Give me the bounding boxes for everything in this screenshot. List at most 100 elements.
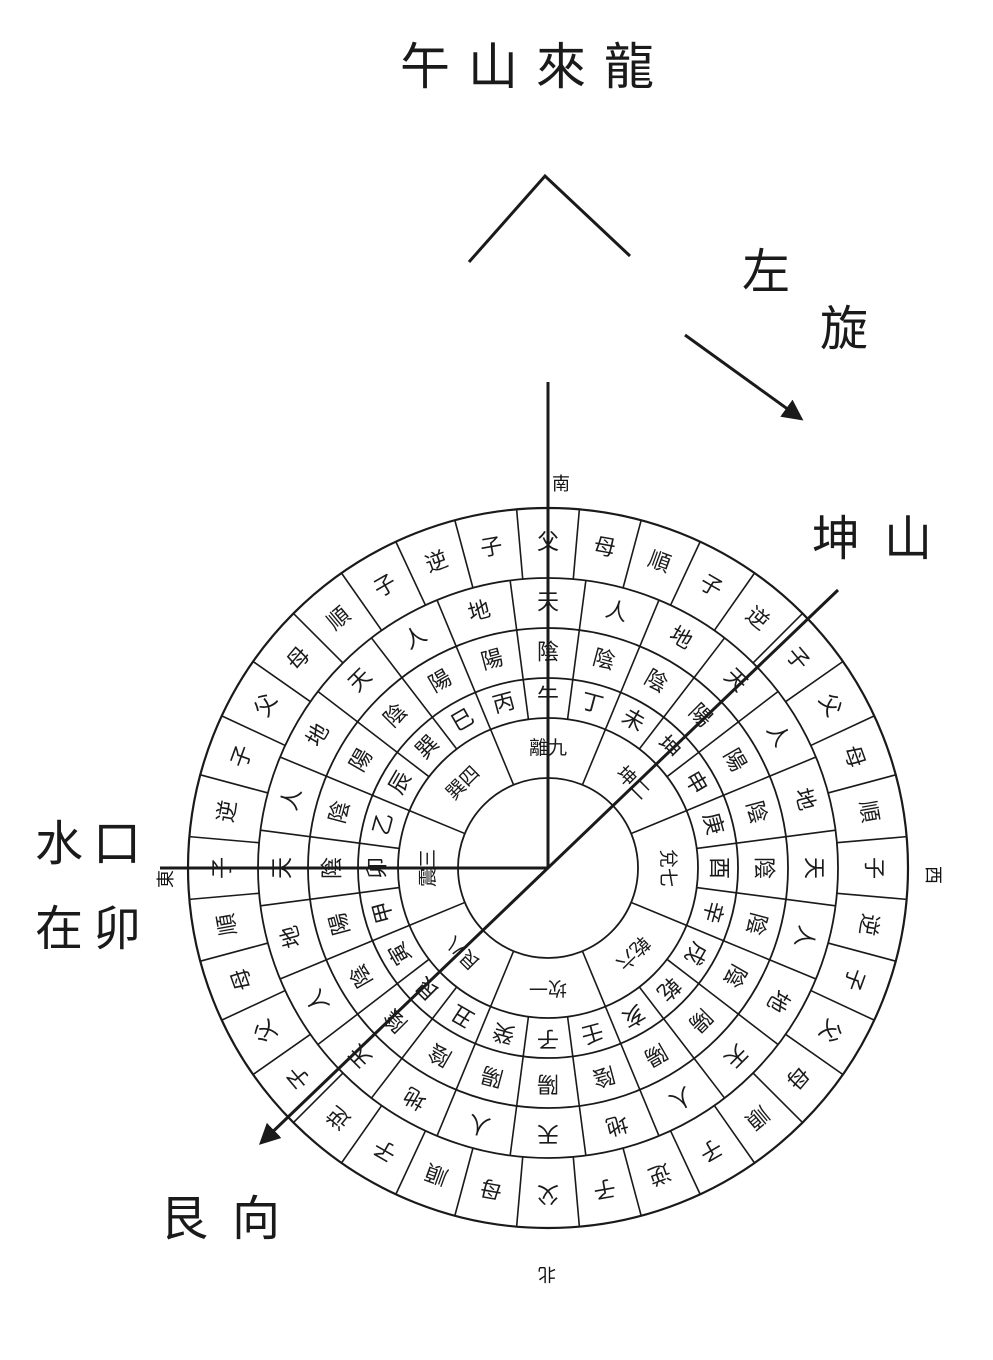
ring-label-mountains: 酉 [706, 857, 731, 879]
ring-label-outer: 子 [695, 1133, 727, 1166]
ring-divider [292, 1072, 344, 1124]
ring-label-yinyang: 陰 [718, 960, 751, 992]
ring-divider [309, 892, 360, 901]
ring-divider [436, 1089, 457, 1137]
dragon-peak-symbol [467, 173, 632, 263]
ring-label-cosmic: 人 [761, 720, 794, 752]
ring-divider [431, 716, 458, 750]
ring-divider [522, 679, 530, 720]
ring-divider [666, 751, 700, 778]
ring-label-mountains: 子 [537, 1026, 559, 1051]
ring-divider [663, 1018, 695, 1059]
ring-divider [409, 901, 466, 927]
ring-divider [340, 572, 383, 631]
ring-divider [713, 1105, 756, 1164]
ring-label-trigrams: 乾六 [612, 932, 654, 974]
ring-label-outer: 父 [813, 1015, 846, 1047]
ring-divider [785, 660, 844, 703]
ring-divider [669, 1130, 701, 1195]
ring-divider [279, 959, 327, 980]
kun-gen-axis-line [258, 588, 840, 1145]
ring-label-outer: 母 [227, 965, 258, 994]
ring-label-outer: 父 [537, 1181, 559, 1206]
water-label-line1: 水口 [35, 816, 152, 872]
direction-south: 南 [552, 474, 570, 495]
ring-divider [221, 989, 286, 1021]
ring-label-outer: 順 [214, 911, 242, 937]
ring-label-outer: 子 [370, 1133, 402, 1166]
ring-divider [752, 612, 804, 664]
ring-divider [489, 729, 515, 786]
ring-label-outer: 子 [227, 742, 258, 771]
ring-divider [693, 1057, 726, 1099]
ring-divider [836, 835, 907, 844]
ring-divider [827, 942, 896, 962]
facing-label: 艮向 [160, 1191, 305, 1247]
ring-label-outer: 逆 [740, 602, 773, 635]
ring-divider [686, 794, 724, 812]
ring-label-trigrams: 坎一 [529, 977, 567, 999]
ring-label-cosmic: 地 [302, 720, 335, 752]
ring-label-outer: 逆 [323, 1100, 356, 1133]
ring-divider [810, 989, 875, 1021]
ring-label-mountains: 未 [617, 704, 649, 737]
ring-divider [357, 721, 398, 753]
ring-divider [317, 690, 359, 723]
ring-divider [260, 829, 311, 838]
ring-label-mountains: 寅 [384, 937, 417, 969]
ring-divider [474, 1006, 492, 1044]
ring-label-yinyang: 陰 [741, 910, 771, 938]
direction-north: 北 [538, 1263, 556, 1284]
ring-label-trigrams: 坤二 [612, 762, 654, 804]
ring-label-cosmic: 地 [466, 597, 494, 627]
ring-label-yinyang: 陰 [425, 1038, 457, 1071]
ring-divider [221, 715, 286, 747]
ring-divider [785, 829, 836, 838]
ring-label-outer: 子 [591, 1174, 617, 1202]
ring-label-yinyang: 陰 [325, 798, 355, 826]
ring-divider [752, 1072, 804, 1124]
ring-divider [200, 774, 269, 794]
ring-divider [639, 1089, 660, 1137]
ring-label-cosmic: 天 [719, 1039, 752, 1072]
ring-label-outer: 順 [740, 1100, 773, 1133]
ring-label-mountains: 乾 [652, 972, 685, 1005]
ring-divider [189, 835, 260, 844]
ring-divider [372, 794, 410, 812]
ring-label-cosmic: 地 [789, 786, 819, 814]
ring-divider [604, 1006, 622, 1044]
ring-label-mountains: 坤 [652, 731, 685, 764]
ring-label-outer: 子 [282, 1060, 315, 1093]
direction-west: 西 [922, 866, 943, 884]
ring-divider [769, 959, 817, 980]
ring-divider [370, 637, 403, 679]
ring-divider [578, 1105, 587, 1156]
ring-divider [372, 924, 410, 942]
ring-divider [737, 690, 779, 723]
ring-divider [409, 809, 466, 835]
ring-divider [309, 835, 360, 844]
ring-label-outer: 順 [323, 602, 356, 635]
ring-label-outer: 母 [838, 742, 869, 771]
ring-label-outer: 母 [282, 643, 315, 676]
ring-divider [698, 721, 739, 753]
ring-label-yinyang: 陽 [478, 645, 506, 675]
ring-label-cosmic: 人 [603, 597, 631, 627]
ring-divider [401, 677, 433, 718]
ring-divider [572, 629, 581, 680]
ring-label-yinyang: 陽 [325, 910, 355, 938]
ring-divider [737, 1013, 779, 1046]
ring-divider [698, 983, 739, 1015]
ring-divider [489, 950, 515, 1007]
ring-label-cosmic: 天 [344, 1039, 377, 1072]
ring-divider [252, 1033, 311, 1076]
mountain-label: 坤山 [812, 511, 957, 567]
ring-label-outer: 順 [854, 799, 882, 825]
ring-label-yinyang: 陽 [718, 745, 751, 777]
ring-label-mountains: 壬 [578, 1017, 606, 1047]
ring-label-outer: 父 [250, 1015, 283, 1047]
ring-label-cosmic: 人 [665, 1081, 697, 1114]
ring-label-cosmic: 天 [719, 664, 752, 697]
